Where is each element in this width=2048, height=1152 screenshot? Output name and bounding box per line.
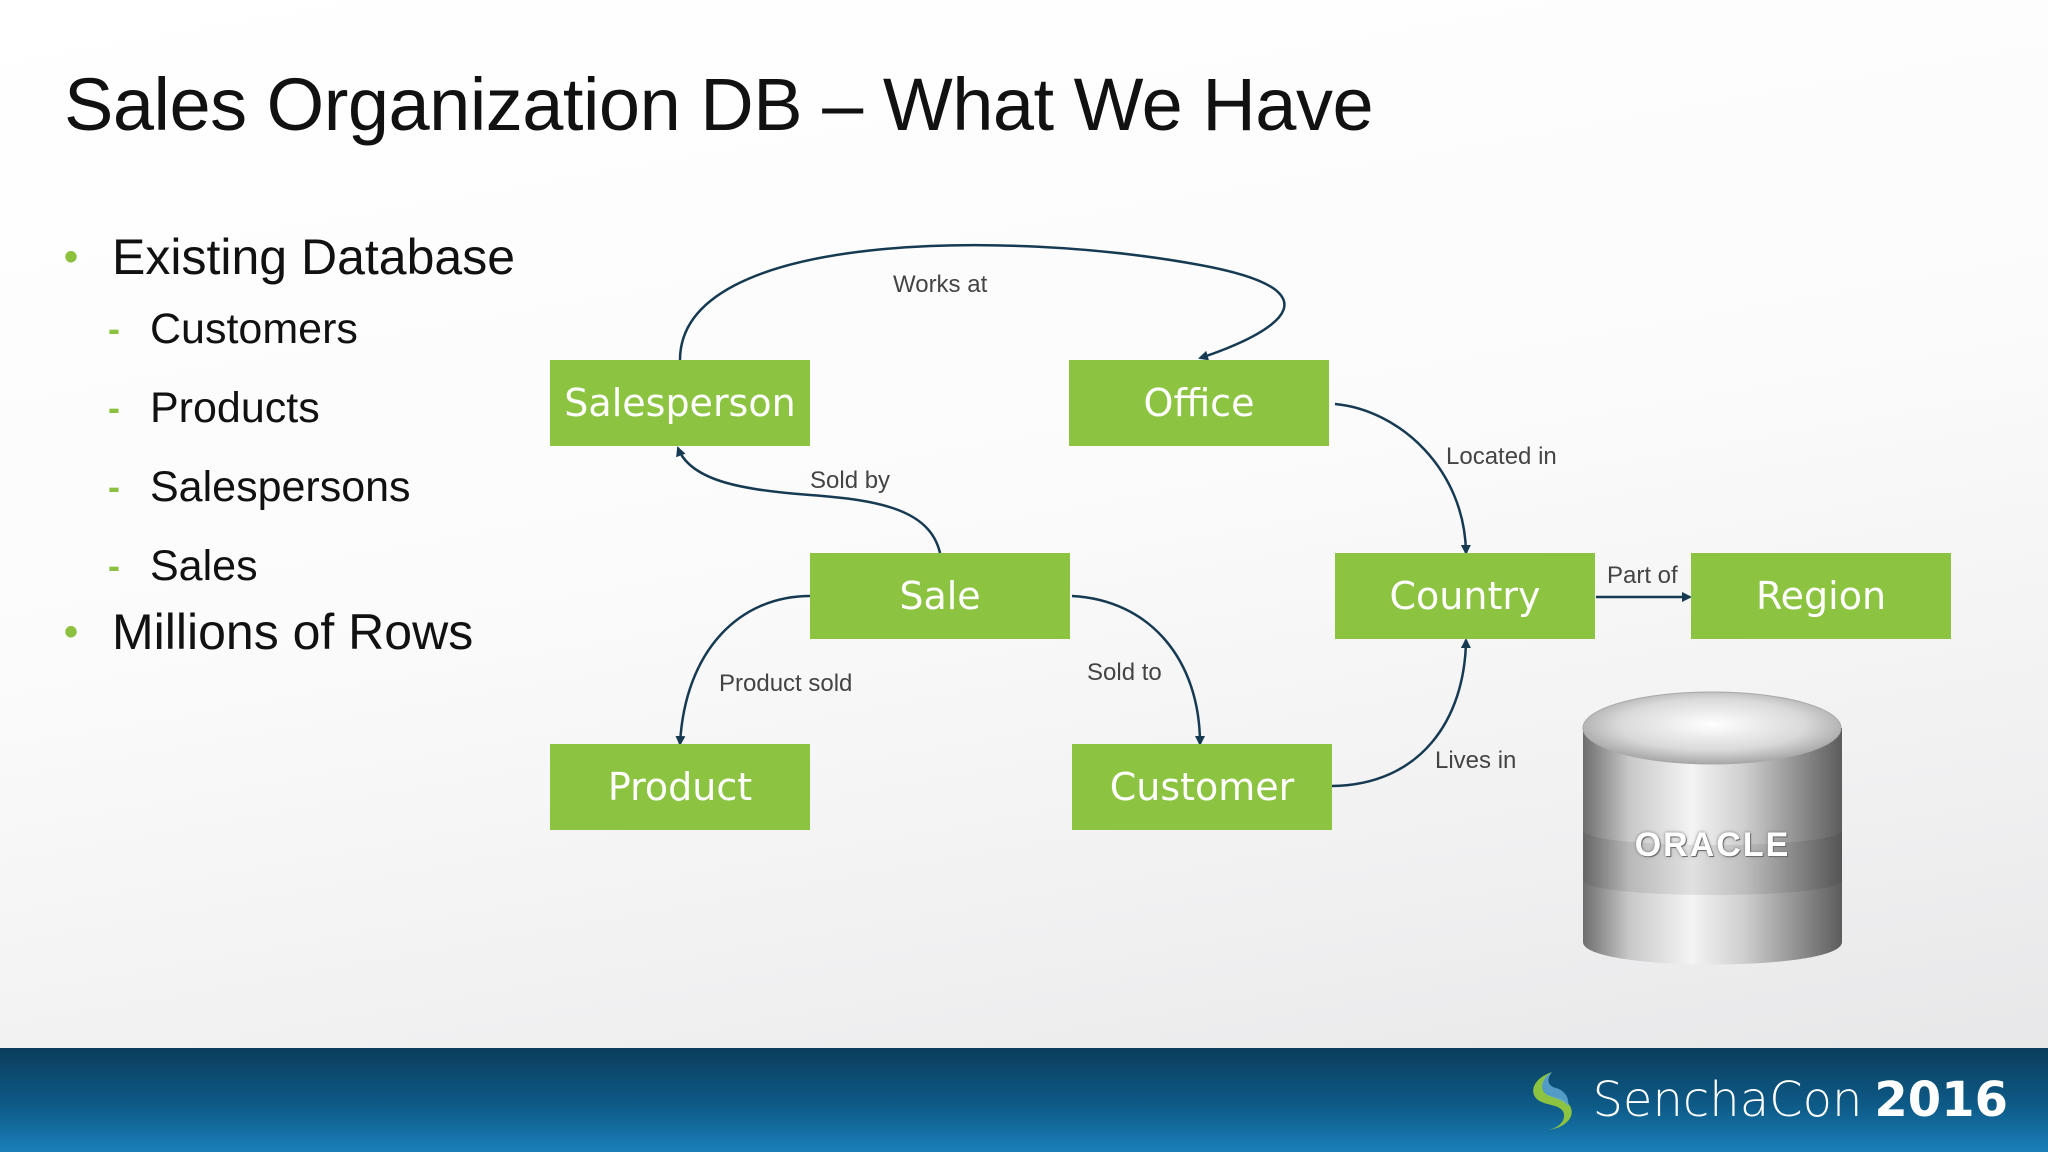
label-sold-to: Sold to bbox=[1087, 659, 1162, 686]
oracle-wordmark: ORACLE bbox=[1634, 826, 1791, 864]
entity-label: Country bbox=[1389, 574, 1541, 618]
entity-country: Country bbox=[1335, 553, 1595, 639]
edge-product-sold bbox=[675, 594, 811, 746]
oracle-database-logo: ORACLE bbox=[1575, 680, 1850, 985]
entity-sale: Sale bbox=[810, 553, 1070, 639]
bullet-marker: - bbox=[108, 308, 120, 349]
entity-label: Office bbox=[1143, 381, 1255, 425]
bullet-customers: -Customers bbox=[64, 303, 515, 355]
entity-label: Product bbox=[607, 765, 753, 809]
entity-customer: Customer bbox=[1072, 744, 1332, 830]
brand-year: 2016 bbox=[1874, 1072, 2008, 1128]
label-sold-by: Sold by bbox=[810, 467, 891, 494]
label-located-in: Located in bbox=[1446, 443, 1557, 470]
bullet-marker: • bbox=[64, 610, 79, 654]
bullet-marker: - bbox=[108, 387, 120, 428]
edge-sold-to bbox=[1071, 594, 1205, 746]
bullet-marker: • bbox=[64, 235, 79, 279]
database-cylinder-icon bbox=[1582, 691, 1842, 965]
brand-name: SenchaCon bbox=[1592, 1072, 1863, 1128]
entity-label: Customer bbox=[1109, 765, 1295, 809]
label-product-sold: Product sold bbox=[719, 670, 853, 697]
edge-works-at bbox=[678, 243, 1286, 361]
bullet-millions-of-rows: • Millions of Rows bbox=[64, 600, 515, 664]
entity-label: Salesperson bbox=[564, 381, 796, 425]
entity-office: Office bbox=[1069, 360, 1329, 446]
sencha-logo-icon bbox=[1533, 1072, 1573, 1130]
edge-located-in bbox=[1334, 402, 1471, 555]
label-works-at: Works at bbox=[893, 271, 988, 298]
brand: SenchaCon 2016 bbox=[1522, 1068, 2008, 1132]
label-lives-in: Lives in bbox=[1435, 747, 1517, 774]
edge-lives-in bbox=[1331, 638, 1471, 788]
bullet-marker: - bbox=[108, 466, 120, 507]
bullet-text: Sales bbox=[150, 542, 258, 590]
bullet-text: Customers bbox=[150, 305, 358, 353]
bullet-text: Millions of Rows bbox=[112, 604, 474, 660]
bullet-sales: -Sales bbox=[64, 540, 515, 592]
bullet-marker: - bbox=[108, 545, 120, 586]
bullet-salespersons: -Salespersons bbox=[64, 461, 515, 513]
footer-bar: SenchaCon 2016 bbox=[0, 1048, 2048, 1152]
bullet-text: Existing Database bbox=[112, 229, 516, 285]
entity-product: Product bbox=[550, 744, 810, 830]
entity-label: Region bbox=[1755, 574, 1887, 618]
entity-label: Sale bbox=[899, 574, 981, 618]
label-part-of: Part of bbox=[1607, 562, 1678, 589]
bullet-text: Salespersons bbox=[150, 463, 411, 511]
bullet-existing-database: • Existing Database bbox=[64, 225, 515, 289]
bullet-text: Products bbox=[150, 384, 320, 432]
bullet-list: •Existing Database -Customers -Products … bbox=[64, 225, 515, 664]
entity-salesperson: Salesperson bbox=[550, 360, 810, 446]
edge-sold-by bbox=[676, 446, 942, 554]
slide-title: Sales Organization DB – What We Have bbox=[64, 63, 1374, 146]
entity-region: Region bbox=[1691, 553, 1951, 639]
bullet-products: -Products bbox=[64, 382, 515, 434]
